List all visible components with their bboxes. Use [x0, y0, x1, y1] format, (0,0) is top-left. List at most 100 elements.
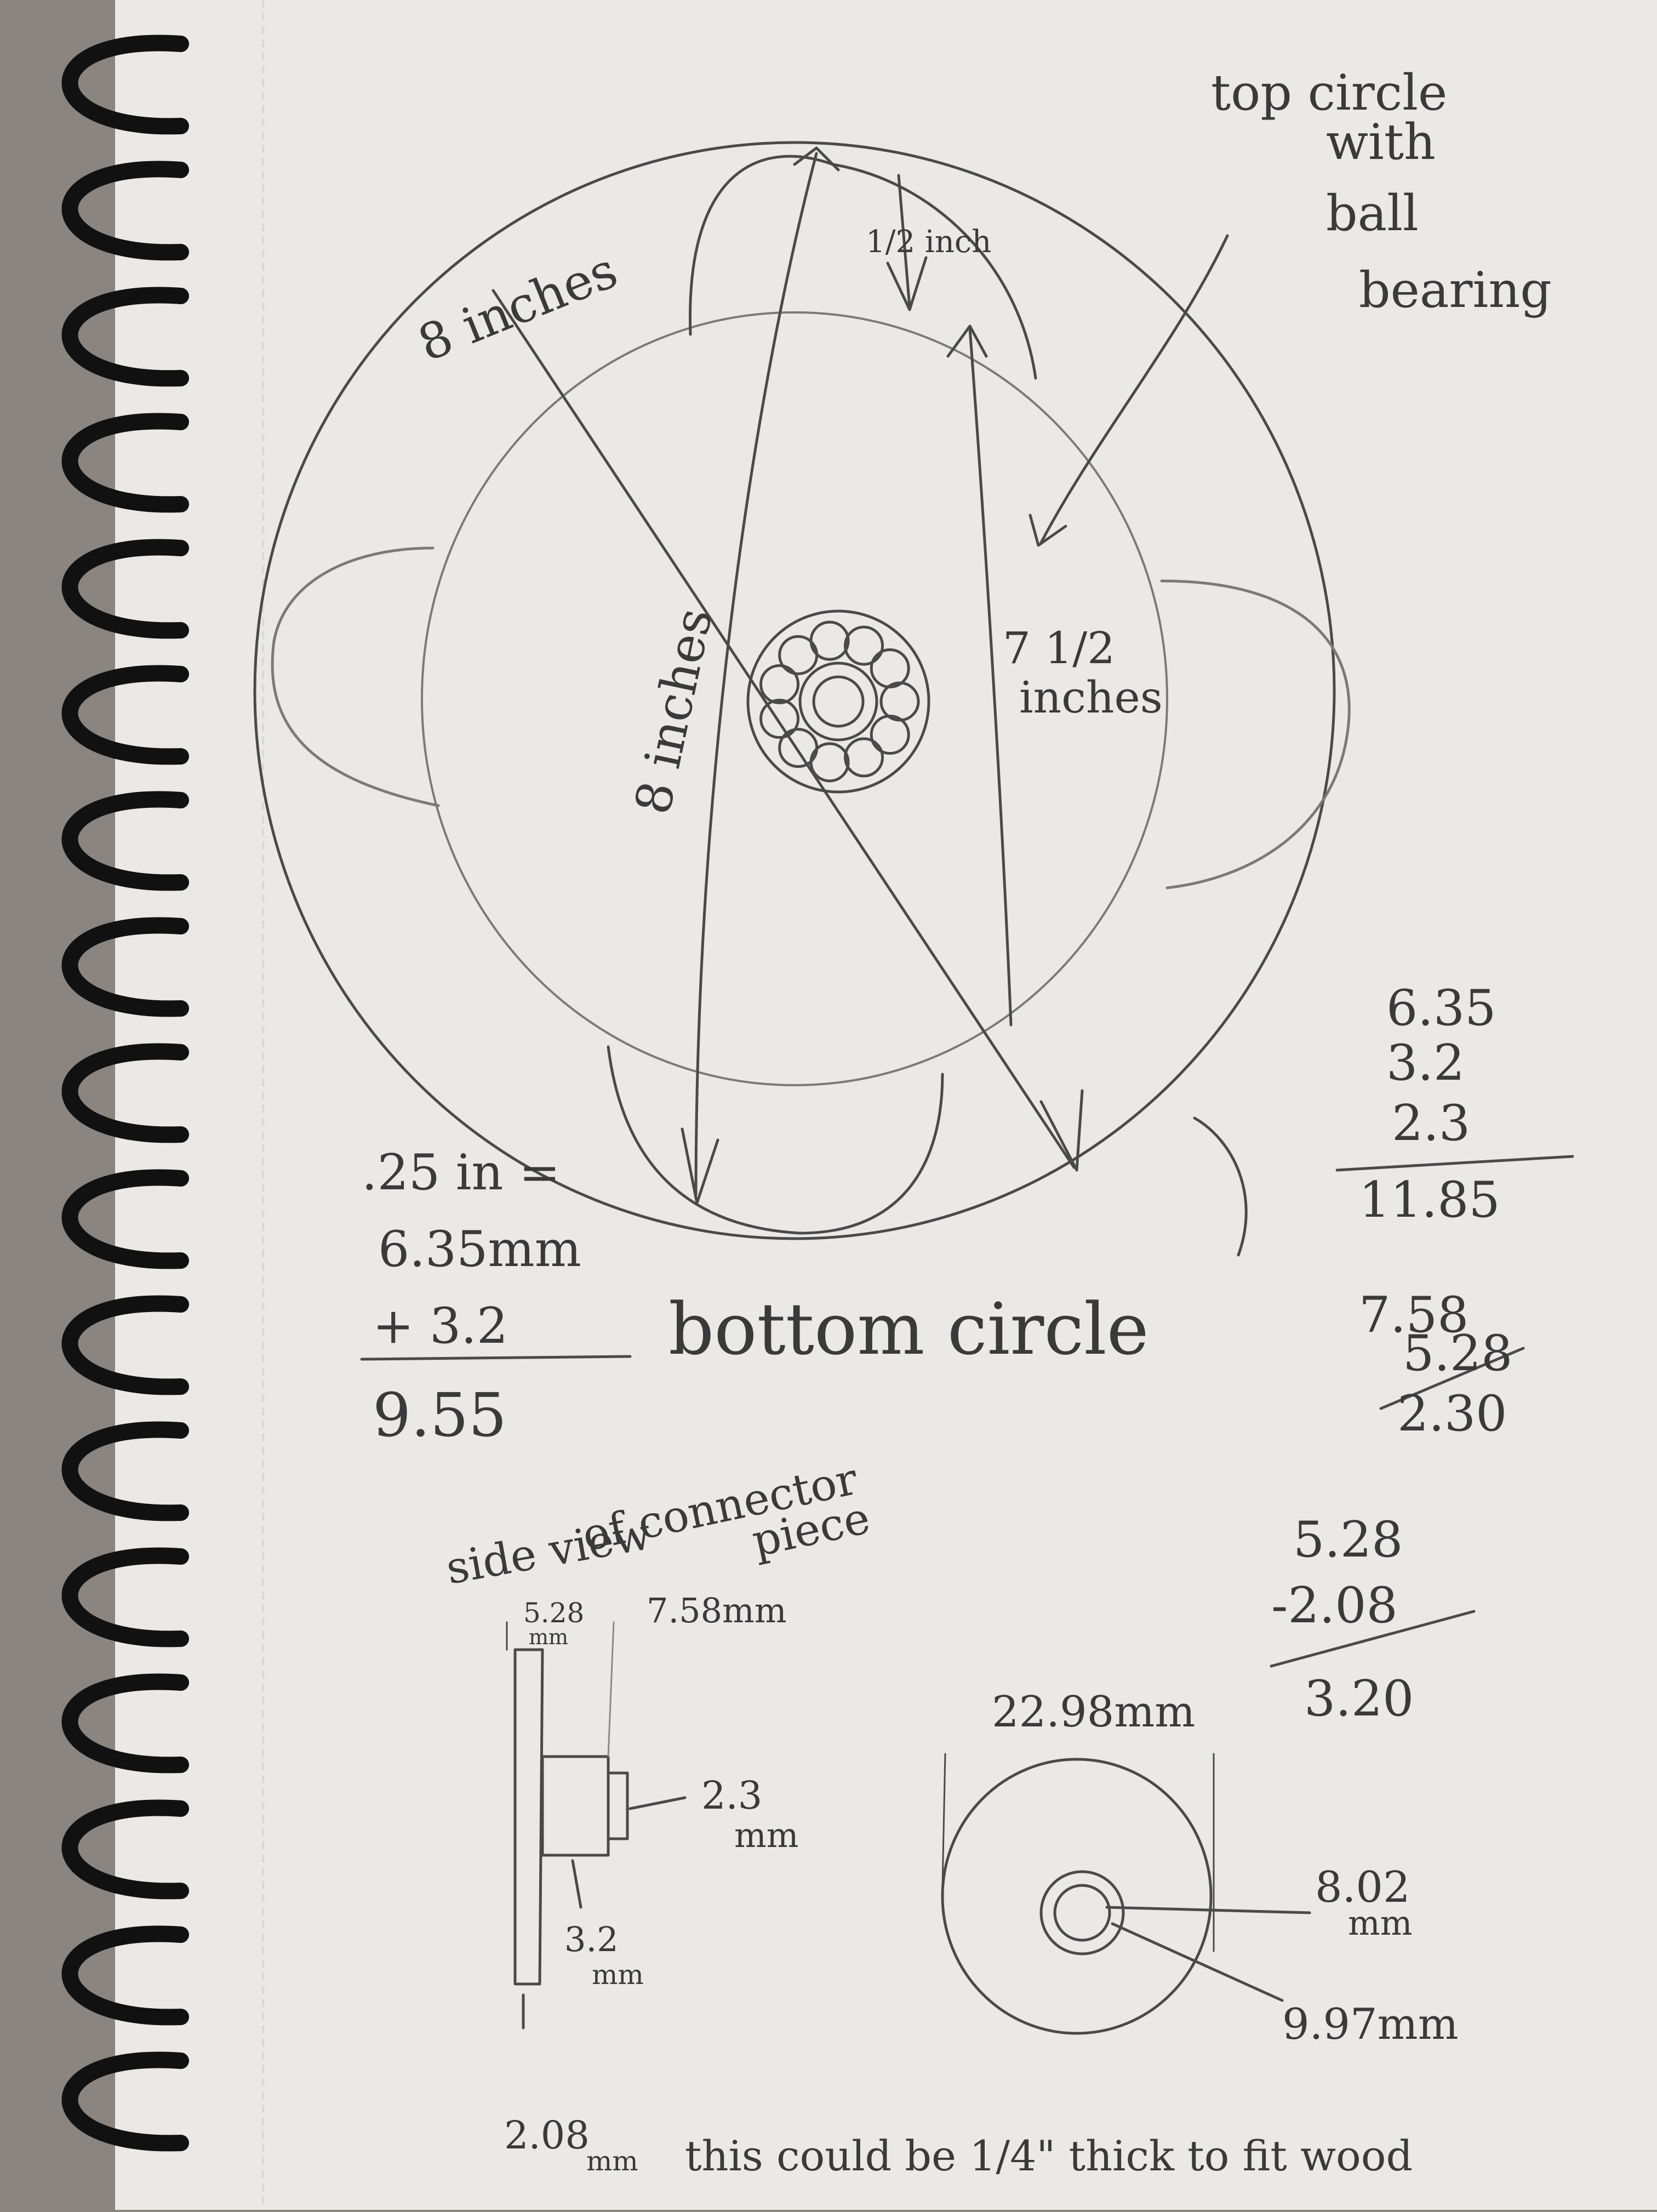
spiral-coil — [61, 917, 189, 1017]
connector-side-plate — [513, 1648, 544, 1986]
vertical-arrowhead — [681, 1127, 719, 1205]
spiral-coil — [61, 35, 189, 135]
disc-pointer-inner — [1105, 1906, 1311, 1914]
spiral-coil — [61, 1169, 189, 1269]
dim-half-inch: 1/2 inch — [866, 224, 991, 260]
bottom-label-pointer — [1193, 1116, 1248, 1257]
bottom-circle-label: bottom circle — [668, 1287, 1149, 1371]
spiral-coil — [61, 1547, 189, 1647]
bearing-hub-outer — [746, 609, 930, 794]
connector-tick-right — [607, 1621, 615, 1758]
bearing-ball — [759, 664, 800, 704]
disc-pointer-outer — [1111, 1922, 1284, 2002]
calc-left-result: 9.55 — [373, 1380, 507, 1450]
side-dim-c-unit: mm — [734, 1815, 799, 1855]
calc-left-rule — [360, 1355, 632, 1361]
bearing-ball — [759, 699, 800, 739]
spiral-binding — [61, 35, 189, 2152]
calc-right-1-result: 11.85 — [1359, 1171, 1500, 1229]
half-inch-dimension-line — [897, 174, 911, 309]
connector-side-lip — [607, 1771, 629, 1840]
top-circle-outline — [421, 311, 1168, 1086]
dim-7-5-value: 7 1/2 — [1003, 623, 1115, 674]
disc-outer-dim: 9.97mm — [1282, 2000, 1459, 2049]
side-dim-d-value: 3.2 — [564, 1919, 619, 1959]
spiral-coil — [61, 413, 189, 513]
spiral-coil — [61, 1925, 189, 2026]
top-label-line-4: bearing — [1359, 261, 1552, 319]
side-dim-b: 7.58mm — [647, 1590, 787, 1631]
spiral-coil — [61, 791, 189, 891]
connector-pointer-c — [628, 1796, 687, 1810]
side-dim-a-unit: mm — [529, 1625, 568, 1649]
calc-right-3-result: 3.20 — [1304, 1670, 1414, 1728]
spiral-coil — [61, 1043, 189, 1143]
side-dim-d-unit: mm — [592, 1959, 644, 1991]
seven-half-arrowhead-top — [946, 324, 988, 358]
bearing-ball — [870, 648, 910, 688]
spiral-coil — [61, 1421, 189, 1521]
calc-right-3-line-2: -2.08 — [1271, 1577, 1398, 1634]
disc-width-dim: 22.98mm — [992, 1687, 1195, 1737]
spiral-coil — [61, 287, 189, 387]
right-lobe — [1160, 579, 1351, 890]
bearing-hub-center — [812, 675, 865, 728]
calc-right-2-result: 2.30 — [1397, 1385, 1507, 1443]
spiral-coil — [61, 539, 189, 639]
footer-note: this could be 1/4" thick to fit wood — [685, 2131, 1413, 2180]
side-dim-c-value: 2.3 — [701, 1773, 762, 1818]
side-dim-a-value: 5.28 — [523, 1597, 584, 1629]
calc-left-line-2: 6.35mm — [378, 1221, 581, 1278]
bearing-hub-inner — [798, 662, 878, 742]
spiral-coil — [61, 1799, 189, 1900]
bearing-ball — [809, 620, 850, 661]
top-label-line-3: ball — [1326, 185, 1419, 242]
diagonal-dimension-line — [492, 289, 1076, 1169]
disc-ring-inner — [1053, 1884, 1111, 1942]
calc-right-1-line-2: 3.2 — [1386, 1034, 1465, 1092]
side-dim-e-value: 2.08 — [504, 2113, 590, 2158]
label-pointer-arrow — [1039, 234, 1229, 544]
calc-right-3-rule — [1270, 1610, 1476, 1668]
spiral-coil — [61, 2051, 189, 2152]
calc-left-line-1: .25 in = — [362, 1144, 561, 1201]
spiral-coil — [61, 1295, 189, 1395]
disc-outer — [941, 1758, 1213, 2035]
calc-right-2-rule — [1379, 1347, 1525, 1410]
bearing-ball — [844, 737, 884, 778]
seven-half-dimension-line — [968, 327, 1013, 1027]
bottom-circle-outline — [253, 141, 1336, 1240]
half-inch-arrowhead — [886, 256, 928, 311]
vertical-dimension-line — [694, 152, 818, 1196]
calc-left-line-3: + 3.2 — [373, 1297, 508, 1355]
bearing-ball — [870, 715, 910, 755]
spiral-coil — [61, 161, 189, 261]
paper-sheet — [115, 0, 1657, 2210]
calc-right-2-line-2: 5.28 — [1403, 1325, 1512, 1382]
ball-bearings — [759, 620, 920, 783]
bearing-ball — [778, 728, 819, 768]
disc-width-tick-left — [941, 1753, 946, 1886]
calc-right-1-line-3: 2.3 — [1392, 1094, 1470, 1152]
bearing-ball — [844, 625, 884, 666]
connector-pointer-d — [571, 1859, 582, 1909]
left-lobe — [271, 546, 440, 807]
calc-right-1-line-1: 6.35 — [1386, 979, 1496, 1037]
label-pointer-arrowhead — [1029, 514, 1067, 547]
dim-7-5-unit: inches — [1019, 672, 1163, 723]
calc-right-1-rule — [1335, 1155, 1574, 1172]
top-label-line-2: with — [1326, 113, 1436, 171]
side-dim-e-unit: mm — [586, 2145, 638, 2177]
disc-ring-outer — [1039, 1870, 1125, 1956]
diagonal-arrowhead — [1039, 1089, 1084, 1172]
vertical-arrowhead-top — [793, 146, 840, 172]
spiral-coil — [61, 1673, 189, 1774]
spiral-coil — [61, 665, 189, 765]
top-label-line-1: top circle — [1211, 64, 1447, 122]
bottom-lobe — [607, 1045, 944, 1235]
calc-right-2-line-1: 7.58 — [1359, 1286, 1469, 1344]
disc-inner-dim-unit: mm — [1348, 1903, 1413, 1943]
disc-inner-dim-value: 8.02 — [1315, 1863, 1410, 1912]
